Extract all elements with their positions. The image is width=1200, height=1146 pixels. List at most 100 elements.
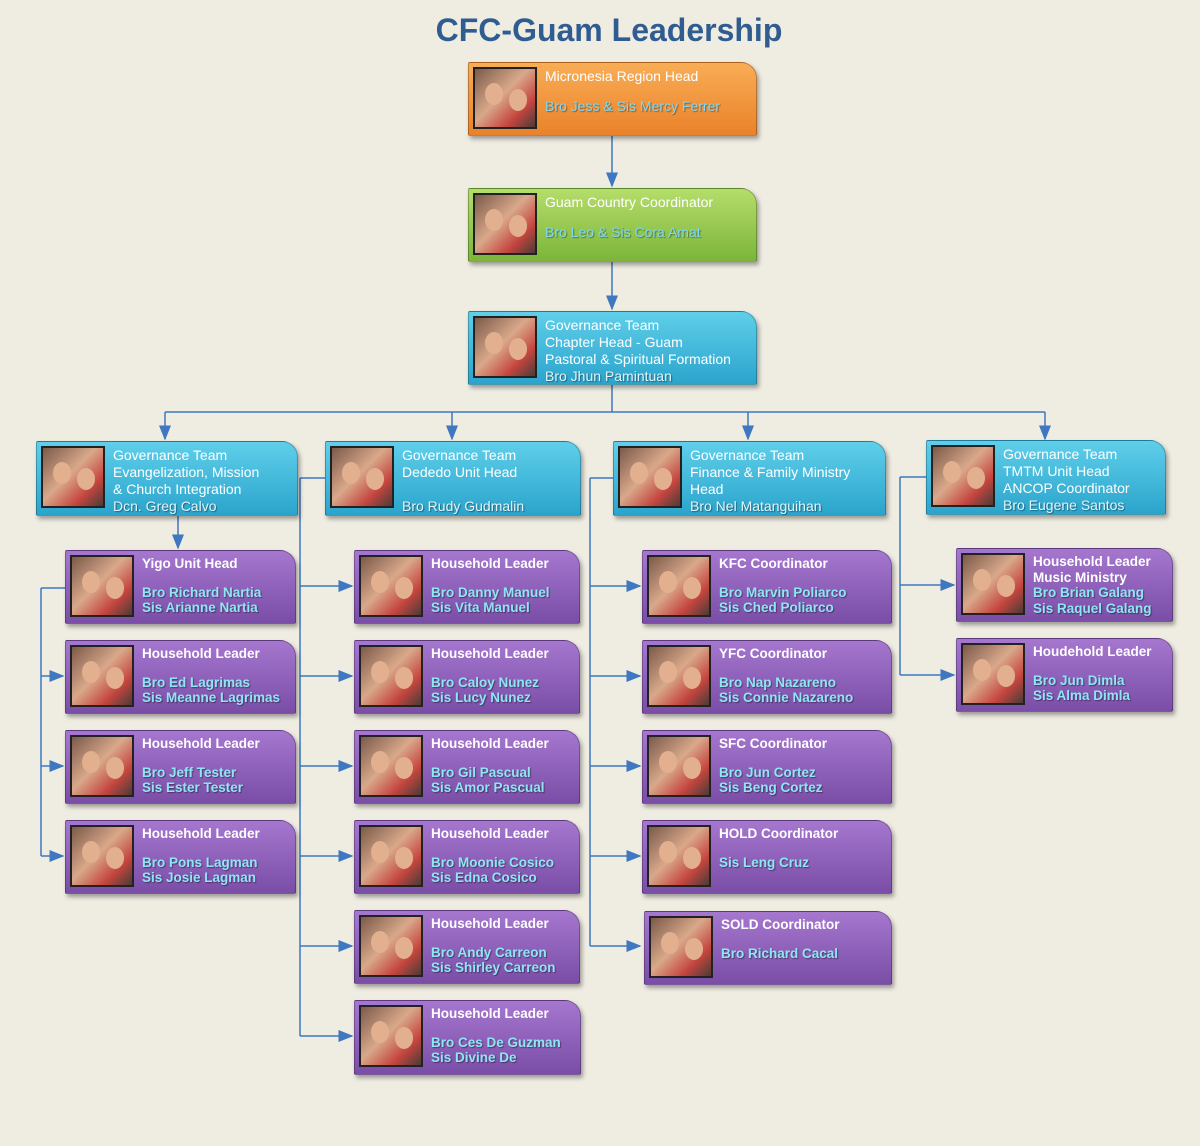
role-label: Household Leader [431, 916, 549, 931]
member-photo [70, 645, 134, 707]
member-names: Bro Ces De Guzman [431, 1034, 561, 1050]
member-names: Bro Nap Nazareno [719, 674, 837, 690]
member-names: Bro Rudy Gudmalin [402, 498, 525, 514]
member-photo [359, 555, 423, 617]
role-label: Household Leader [431, 1006, 549, 1021]
member-names: Bro Ed Lagrimas [142, 674, 251, 690]
member-photo [961, 643, 1025, 705]
member-photo [330, 446, 394, 508]
role-label: Evangelization, Mission [113, 464, 260, 480]
member-names: Sis Josie Lagman [142, 870, 257, 885]
member-photo [649, 916, 713, 978]
member-names: Bro Eugene Santos [1003, 497, 1125, 513]
role-label: Household Leader [142, 646, 260, 661]
member-photo [41, 446, 105, 508]
member-names: Bro Jess & Sis Mercy Ferrer [545, 98, 721, 114]
role-label: Dededo Unit Head [402, 464, 518, 480]
member-names: Sis Arianne Nartia [142, 600, 258, 615]
member-names: Bro Andy Carreon [431, 944, 547, 960]
role-label: Governance Team [402, 447, 517, 463]
member-photo [359, 825, 423, 887]
member-names: Sis Divine De [431, 1050, 517, 1065]
member-photo [647, 555, 711, 617]
member-names: Bro Moonie Cosico [431, 854, 555, 870]
role-label: Pastoral & Spiritual Formation [545, 351, 731, 367]
role-label: Micronesia Region Head [545, 68, 699, 84]
member-names: Bro Danny Manuel [431, 584, 550, 600]
member-photo [618, 446, 682, 508]
member-names: Sis Connie Nazareno [719, 690, 854, 705]
member-photo [70, 735, 134, 797]
role-label: KFC Coordinator [719, 556, 828, 571]
member-photo [961, 553, 1025, 615]
member-names: Dcn. Greg Calvo [113, 498, 217, 514]
member-names: Bro Marvin Poliarco [719, 584, 847, 600]
member-names: Bro Jun Cortez [719, 764, 816, 780]
member-photo [473, 193, 537, 255]
role-label: Household Leader [431, 826, 549, 841]
member-names: Sis Edna Cosico [431, 870, 537, 885]
member-names: Bro Gil Pascual [431, 764, 531, 780]
member-names: Bro Pons Lagman [142, 854, 258, 870]
member-names: Bro Richard Nartia [142, 584, 262, 600]
member-names: Sis Shirley Carreon [431, 960, 556, 975]
member-photo [473, 67, 537, 129]
role-label: ANCOP Coordinator [1003, 480, 1130, 496]
role-label: SFC Coordinator [719, 736, 827, 751]
member-photo [359, 645, 423, 707]
member-photo [473, 316, 537, 378]
member-photo [70, 825, 134, 887]
role-label: SOLD Coordinator [721, 917, 840, 932]
member-names: Sis Raquel Galang [1033, 600, 1152, 616]
chart-title: CFC-Guam Leadership [435, 12, 783, 48]
role-label: Governance Team [1003, 446, 1118, 462]
role-label: Governance Team [113, 447, 228, 463]
role-label: Household Leader [431, 736, 549, 751]
role-label: Head [690, 481, 724, 497]
member-names: Sis Alma Dimla [1033, 688, 1131, 703]
role-label: Household Leader [142, 826, 260, 841]
member-names: Sis Lucy Nunez [431, 690, 531, 705]
member-photo [647, 645, 711, 707]
member-photo [647, 735, 711, 797]
member-photo [931, 445, 995, 507]
role-label: HOLD Coordinator [719, 826, 839, 841]
role-label: Chapter Head - Guam [545, 334, 683, 350]
role-label: Finance & Family Ministry [690, 464, 851, 480]
member-names: Bro Jhun Pamintuan [545, 368, 672, 384]
role-label: Household Leader [431, 646, 549, 661]
role-label: Yigo Unit Head [142, 556, 238, 571]
role-label: & Church Integration [113, 481, 242, 497]
member-names: Bro Jeff Tester [142, 764, 237, 780]
role-label: Household Leader [431, 556, 549, 571]
role-label: Music Ministry [1033, 569, 1127, 585]
member-names: Sis Leng Cruz [719, 854, 810, 870]
member-names: Bro Leo & Sis Cora Amat [545, 224, 701, 240]
member-names: Bro Richard Cacal [721, 945, 839, 961]
role-label [402, 481, 574, 498]
member-photo [647, 825, 711, 887]
member-names: Bro Caloy Nunez [431, 674, 540, 690]
role-label: Governance Team [690, 447, 805, 463]
member-photo [70, 555, 134, 617]
